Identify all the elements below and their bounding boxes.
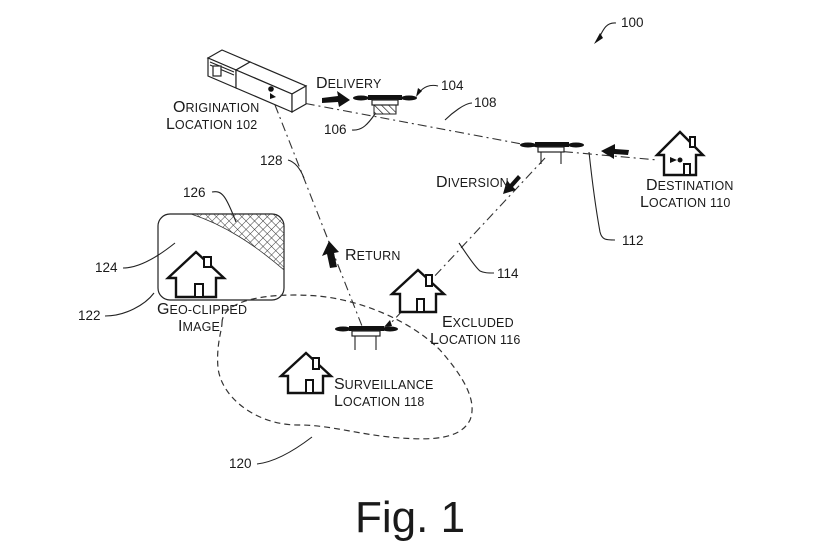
inbound-arrow-icon	[601, 144, 629, 159]
origination-label-line1: ORIGINATION	[173, 99, 259, 116]
ref-104: 104	[416, 78, 464, 97]
svg-text:120: 120	[229, 456, 252, 471]
arrival-arrowhead-icon	[384, 320, 392, 327]
svg-text:122: 122	[78, 308, 101, 323]
ref-126: 126	[183, 185, 237, 223]
ref-114: 114	[458, 242, 519, 281]
ref-120: 120	[229, 436, 313, 471]
excluded-label-line2: LOCATION 116	[430, 331, 521, 348]
ref-108: 108	[444, 95, 497, 121]
svg-text:114: 114	[497, 266, 519, 281]
flight-path-108	[286, 99, 544, 149]
drone-104-icon	[353, 95, 417, 115]
svg-text:128: 128	[260, 153, 283, 168]
ref-106: 106	[324, 113, 376, 137]
svg-text:126: 126	[183, 185, 206, 200]
figure-caption: Fig. 1	[355, 493, 465, 542]
drone-surveillance-icon	[335, 326, 398, 350]
destination-house-icon	[654, 130, 706, 177]
flight-path-128	[274, 104, 363, 327]
geo-clipped-image	[157, 213, 285, 301]
delivery-label: DELIVERY	[316, 75, 382, 92]
origination-label-line2: LOCATION 102	[166, 116, 257, 133]
diversion-label: DIVERSION	[436, 174, 509, 191]
diversion-arrow-icon	[503, 175, 521, 194]
excluded-label-line1: EXCLUDED	[442, 314, 514, 331]
geo-clipped-label-line1: GEO-CLIPPED	[157, 301, 247, 318]
svg-text:106: 106	[324, 122, 347, 137]
drone-diverted-icon	[520, 142, 584, 164]
ref-100: 100	[621, 15, 644, 30]
svg-text:124: 124	[95, 260, 118, 275]
origination-building-icon	[206, 49, 308, 114]
svg-text:112: 112	[622, 233, 644, 248]
ref-128: 128	[260, 153, 305, 179]
delivery-arrow-icon	[322, 91, 350, 107]
ref-112: 112	[588, 151, 644, 248]
svg-text:104: 104	[441, 78, 464, 93]
destination-label-line2: LOCATION 110	[640, 194, 731, 211]
ref-124: 124	[95, 242, 176, 275]
excluded-house-icon	[388, 268, 448, 314]
arrowhead-icon	[594, 33, 603, 44]
clipped-house-icon	[164, 250, 228, 299]
return-label: RETURN	[345, 247, 401, 264]
surveillance-region-120	[216, 294, 473, 440]
surveillance-label-line1: SURVEILLANCE	[334, 376, 433, 393]
geo-clipped-label-line2: IMAGE	[178, 318, 220, 335]
surveillance-house-icon	[277, 351, 335, 395]
svg-text:108: 108	[474, 95, 497, 110]
figure-reference-100: 100	[594, 15, 644, 44]
surveillance-label-line2: LOCATION 118	[334, 393, 425, 410]
return-arrow-icon	[322, 241, 339, 268]
destination-label-line1: DESTINATION	[646, 177, 734, 194]
ref-122: 122	[78, 292, 155, 323]
